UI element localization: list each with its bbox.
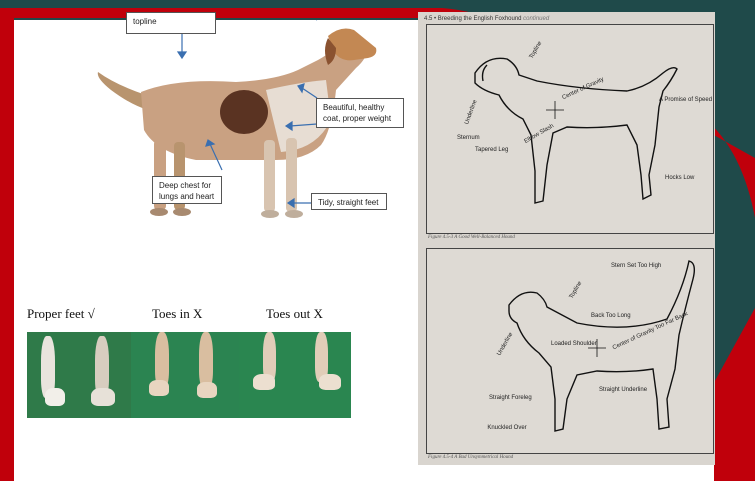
good-hound-drawing bbox=[427, 25, 713, 233]
label-straight-foreleg: Straight Foreleg bbox=[489, 395, 525, 402]
label-loaded-shoulder: Loaded Shoulder bbox=[551, 341, 591, 348]
label-sternum: Sternum bbox=[457, 135, 480, 142]
caption-figure-2: Figure 4.5-4 A Bad Unsymmetrical Hound bbox=[428, 455, 513, 460]
label-tapered-leg: Tapered Leg bbox=[475, 147, 508, 154]
bad-hound-drawing bbox=[427, 249, 713, 453]
photo-proper-feet bbox=[27, 332, 131, 418]
label-hocks-low: Hocks Low bbox=[665, 175, 694, 182]
callout-topline: topline bbox=[126, 12, 216, 34]
label-back-too-long: Back Too Long bbox=[591, 313, 631, 320]
caption-figure-1: Figure 4.5-3 A Good Well-Balanced Hound bbox=[428, 235, 515, 240]
callout-coat: Beautiful, healthy coat, proper weight bbox=[316, 98, 404, 128]
label-straight-underline: Straight Underline bbox=[599, 387, 639, 394]
figure-good-hound: Topline Underline Center of Gravity Ster… bbox=[426, 24, 714, 234]
label-toes-out: Toes out X bbox=[266, 306, 323, 322]
photo-toes-out bbox=[239, 332, 351, 418]
callout-chest: Deep chest for lungs and heart bbox=[152, 176, 222, 204]
label-knuckled-over: Knuckled Over bbox=[487, 425, 527, 432]
callout-feet: Tidy, straight feet bbox=[311, 193, 387, 210]
photo-toes-in bbox=[131, 332, 239, 418]
label-stern-set: Stern Set Too High bbox=[611, 263, 651, 270]
page-header: 4.5 • Breeding the English Foxhound cont… bbox=[424, 16, 549, 22]
label-toes-in: Toes in X bbox=[152, 306, 202, 322]
figure-bad-hound: Stern Set Too High Topline Back Too Long… bbox=[426, 248, 714, 454]
label-promise-speed: A Promise of Speed bbox=[659, 97, 703, 104]
book-page-photo: 4.5 • Breeding the English Foxhound cont… bbox=[418, 12, 715, 465]
label-proper-feet: Proper feet √ bbox=[27, 306, 95, 322]
